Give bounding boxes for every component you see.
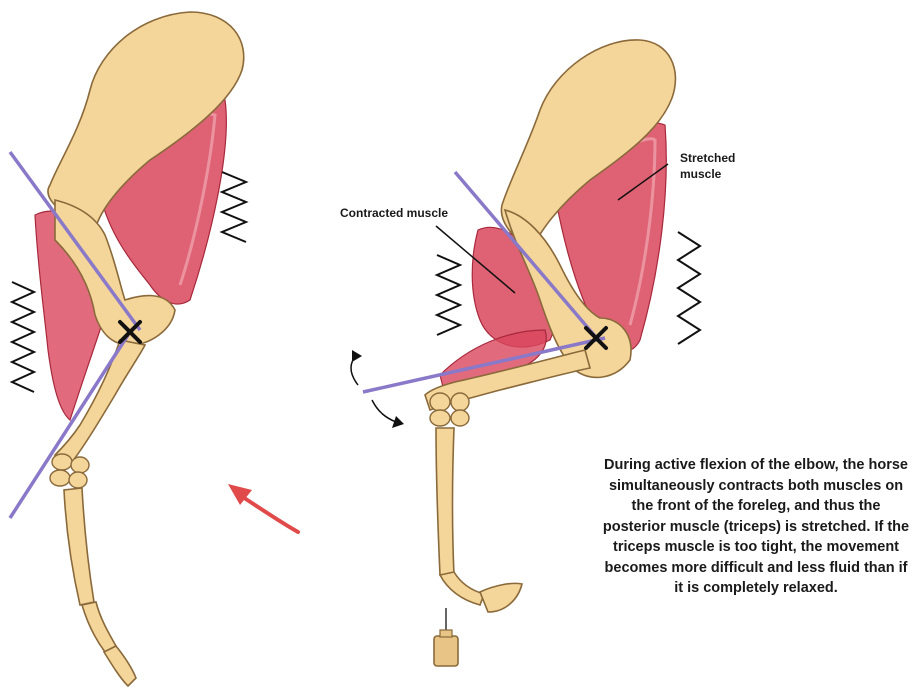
left-pastern-bone	[82, 602, 116, 652]
hanging-weight	[434, 636, 458, 666]
left-cannon-bone	[64, 488, 94, 605]
hanging-weight-cap	[440, 630, 452, 637]
right-contracted-zigzag-spring	[437, 255, 460, 335]
contracted-muscle-label: Contracted muscle	[340, 206, 448, 220]
left-leg-extended	[10, 12, 246, 686]
right-stretched-zigzag-spring	[678, 232, 700, 344]
right-pastern-bone	[440, 572, 484, 605]
transition-arrow	[228, 484, 298, 532]
right-cannon-bone	[436, 428, 454, 575]
right-hoof-bone	[480, 583, 522, 612]
left-front-zigzag-spring	[12, 282, 34, 392]
left-carpal-bones	[50, 454, 89, 488]
right-carpal-bones	[430, 393, 469, 426]
figure-caption: During active flexion of the elbow, the …	[600, 455, 912, 599]
left-hoof-bone	[104, 646, 136, 686]
left-rear-zigzag-spring	[222, 172, 246, 242]
stretched-muscle-label: Stretched muscle	[680, 150, 760, 182]
